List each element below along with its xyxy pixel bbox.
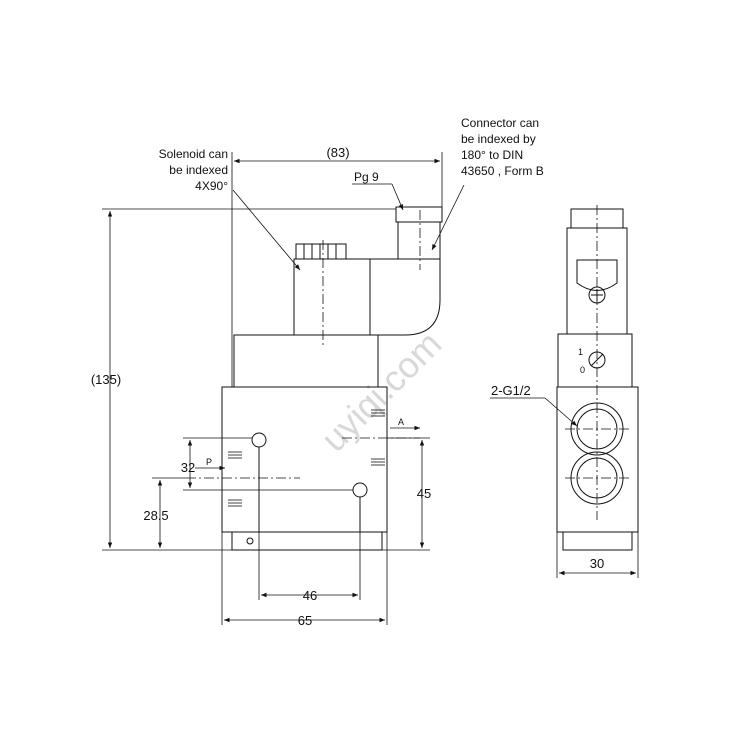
dim-135: (135) xyxy=(91,372,121,387)
dim-32: 32 xyxy=(181,460,195,475)
connector-note-line-2: be indexed by xyxy=(461,132,536,146)
dim-28-5: 28.5 xyxy=(143,508,168,523)
port-a-label: A xyxy=(398,417,404,427)
solenoid-note-line-2: be indexed xyxy=(169,163,228,177)
base-plate-hole xyxy=(246,537,254,545)
dim-30: 30 xyxy=(590,556,604,571)
dim-45: 45 xyxy=(417,486,431,501)
solenoid-note-line-1: Solenoid can xyxy=(159,147,228,161)
connector-neck xyxy=(397,221,441,260)
coil xyxy=(293,258,371,336)
watermark: uyiqi.com xyxy=(313,323,450,460)
thread-label: 2-G1/2 xyxy=(491,383,531,398)
port-a-circle xyxy=(352,482,368,498)
connector-body xyxy=(369,258,441,336)
connector-gland xyxy=(395,206,443,223)
dim-83: (83) xyxy=(326,145,349,160)
connector-note-line-1: Connector can xyxy=(461,116,539,130)
port-p-label: P xyxy=(206,457,212,467)
connector-note-line-4: 43650 , Form B xyxy=(461,164,544,178)
manual-override-label-1: 1 xyxy=(578,347,583,357)
port-p-circle xyxy=(251,432,267,448)
base-plate xyxy=(231,531,383,551)
solenoid-housing xyxy=(233,334,379,388)
solenoid-note-line-3: 4X90° xyxy=(195,179,228,193)
coil-nut xyxy=(295,243,347,260)
manual-override-label-0: 0 xyxy=(580,365,585,375)
dim-46: 46 xyxy=(303,588,317,603)
dim-65: 65 xyxy=(298,613,312,628)
connector-note-line-3: 180° to DIN xyxy=(461,148,523,162)
side-housing xyxy=(557,333,633,388)
pg-label: Pg 9 xyxy=(354,170,379,184)
